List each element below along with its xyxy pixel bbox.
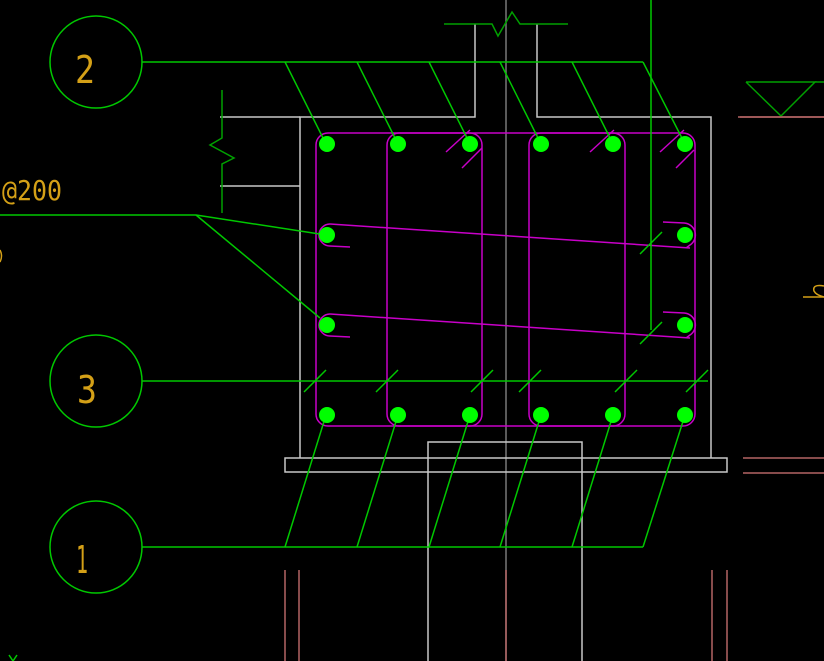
- rebar-side: [677, 317, 693, 333]
- bar-mark-2-circle: [49, 15, 143, 109]
- bar-mark-3-circle: [49, 334, 143, 428]
- rebar-bottom: [319, 407, 335, 423]
- bar-mark-3-label: 3: [77, 368, 97, 412]
- rebar-top: [677, 136, 693, 152]
- red-lines: [284, 116, 824, 661]
- rebar-top: [390, 136, 406, 152]
- leader-bar-3: [142, 231, 709, 393]
- rebar-bottom: [677, 407, 693, 423]
- rebar-side: [677, 227, 693, 243]
- rebar-bottom: [390, 407, 406, 423]
- bar-mark-2-label: 2: [75, 48, 95, 92]
- rebar-side: [319, 227, 335, 243]
- rebar-top: [462, 136, 478, 152]
- text-fragment-left: [0, 249, 3, 263]
- rebar-top: [319, 136, 335, 152]
- stirrups: [315, 129, 697, 427]
- leader-bar-1: [142, 414, 686, 548]
- axis-mark-icon: [8, 654, 18, 661]
- text-fragment-right: [803, 284, 824, 298]
- leader-bar-2: [142, 61, 686, 145]
- rebar-dots: [319, 136, 693, 423]
- elevation-marker-icon: [745, 81, 824, 118]
- bar-mark-1-label: 1: [76, 538, 88, 582]
- spacing-label: @200: [2, 174, 62, 207]
- rebar-bottom: [533, 407, 549, 423]
- break-line-top: [208, 10, 568, 213]
- rebar-bottom: [462, 407, 478, 423]
- rebar-bottom: [605, 407, 621, 423]
- pile-outline: [427, 441, 583, 661]
- rebar-top: [605, 136, 621, 152]
- rebar-side: [319, 317, 335, 333]
- leader-side-bars: [0, 214, 327, 319]
- rebar-top: [533, 136, 549, 152]
- bar-mark-1-circle: [49, 500, 143, 594]
- concrete-outline: [220, 24, 728, 473]
